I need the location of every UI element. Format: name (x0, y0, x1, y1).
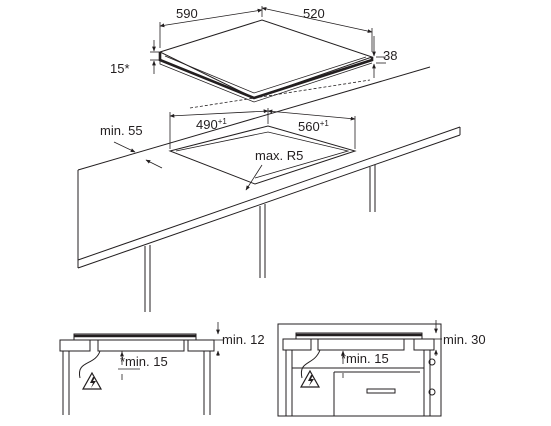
cutout-width-label: 490 (196, 117, 218, 132)
cutout-width-tolerance: +1 (218, 117, 228, 126)
worktop-drawing (77, 66, 461, 312)
projection-line (189, 79, 371, 109)
corner-radius-callout: max. R5 (245, 148, 303, 191)
hob-depth-dimension: 520 (261, 6, 373, 52)
right-clearance-below-label: *min. 15 (341, 351, 389, 366)
right-clearance-top-label: min. 30 (443, 332, 486, 347)
cutout-depth-label: 560 (298, 119, 320, 134)
section-right: *min. 15 min. 30 (277, 320, 486, 417)
svg-text:490+1: 490+1 (196, 117, 227, 132)
section-left: *min. 15 min. 12 (59, 322, 265, 415)
edge-distance-dimension: min. 55 (100, 123, 163, 169)
cutout-width-dimension: 490+1 (169, 108, 269, 149)
hob-height-label: 38 (383, 48, 397, 63)
edge-distance-label: min. 55 (100, 123, 143, 138)
cutout-depth-dimension: 560+1 (267, 109, 356, 149)
hob-drawing (158, 19, 374, 103)
electrical-hazard-warning-icon (299, 369, 321, 388)
left-clearance-top-label: min. 12 (222, 332, 265, 347)
bevel-label: 15* (110, 61, 130, 76)
electrical-hazard-warning-icon (81, 371, 103, 390)
hob-depth-label: 520 (303, 6, 325, 21)
cutout-depth-tolerance: +1 (320, 119, 330, 128)
corner-radius-label: max. R5 (255, 148, 303, 163)
hob-width-dimension: 590 (159, 6, 263, 48)
hob-height-dimension: 38 (372, 36, 397, 78)
hob-width-label: 590 (176, 6, 198, 21)
left-clearance-below-label: *min. 15 (120, 354, 168, 369)
worktop-cutout (168, 125, 357, 185)
bevel-dimension: 15* (110, 40, 159, 76)
svg-text:560+1: 560+1 (298, 119, 329, 134)
